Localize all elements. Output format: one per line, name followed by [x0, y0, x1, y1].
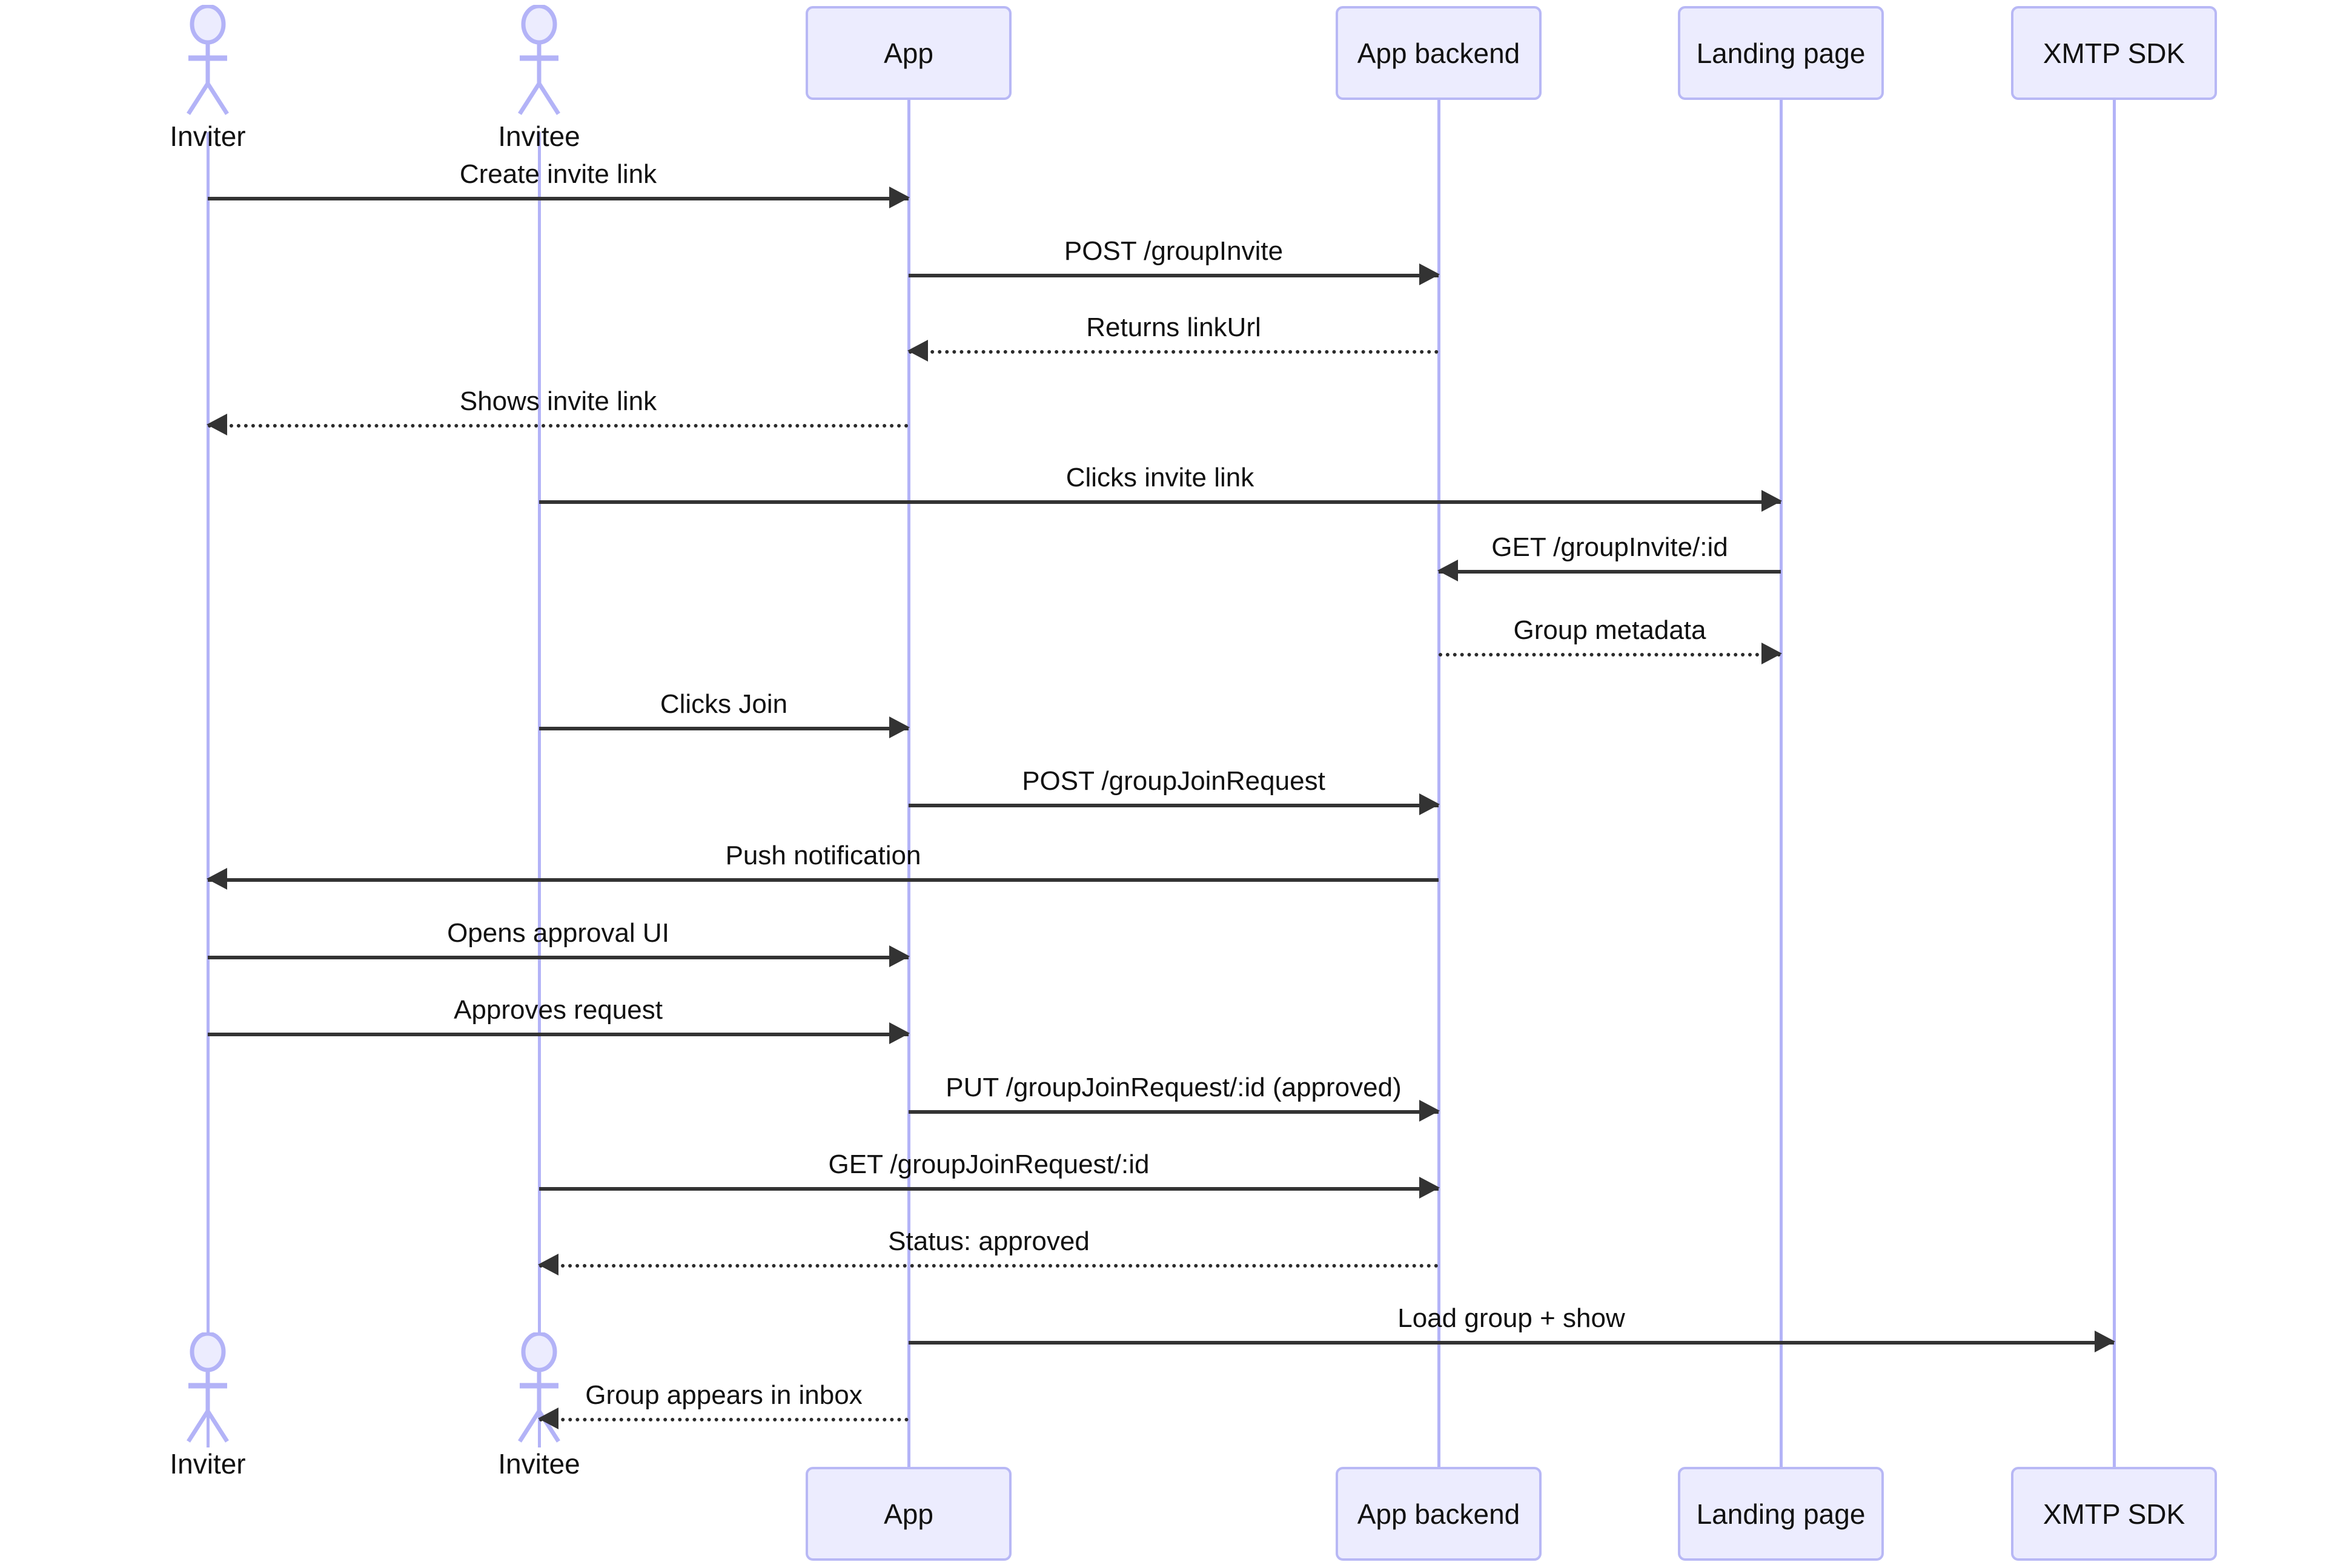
participant-label-app-top: App — [884, 37, 933, 69]
message-label: GET /groupJoinRequest/:id — [828, 1150, 1150, 1179]
arrowhead-right-icon — [1419, 263, 1440, 285]
lifeline-inviter — [207, 132, 210, 1447]
lifeline-xmtp — [2113, 100, 2116, 1467]
message-label: Group metadata — [1513, 615, 1706, 645]
message-line — [208, 197, 909, 200]
arrowhead-left-icon — [207, 414, 227, 435]
participant-label-backend-top: App backend — [1357, 37, 1520, 69]
message-line — [539, 1418, 909, 1421]
arrowhead-right-icon — [1761, 490, 1782, 512]
participant-box-landing-top[interactable]: Landing page — [1678, 6, 1884, 100]
participant-box-backend-bottom[interactable]: App backend — [1336, 1467, 1542, 1561]
participant-box-landing-bottom[interactable]: Landing page — [1678, 1467, 1884, 1561]
lifeline-app — [907, 100, 910, 1467]
message-line — [539, 1187, 1439, 1191]
participant-box-xmtp-top[interactable]: XMTP SDK — [2011, 6, 2217, 100]
lifeline-landing — [1780, 100, 1783, 1467]
message-label: POST /groupInvite — [1064, 236, 1284, 266]
message-line — [208, 1033, 909, 1036]
participant-box-app-bottom[interactable]: App — [806, 1467, 1012, 1561]
arrowhead-right-icon — [889, 716, 910, 738]
arrowhead-right-icon — [1419, 1100, 1440, 1122]
arrowhead-right-icon — [1419, 793, 1440, 815]
participant-label-xmtp-bottom: XMTP SDK — [2043, 1498, 2185, 1530]
message-label: Push notification — [725, 841, 921, 870]
message-line — [909, 350, 1439, 354]
arrowhead-right-icon — [1761, 643, 1782, 664]
message-line — [539, 500, 1781, 504]
arrowhead-left-icon — [538, 1254, 558, 1275]
message-label: Shows invite link — [459, 386, 657, 416]
message-line — [1439, 653, 1781, 657]
participant-box-app-top[interactable]: App — [806, 6, 1012, 100]
arrowhead-right-icon — [1419, 1177, 1440, 1199]
message-label: Create invite link — [459, 159, 657, 189]
message-label: POST /groupJoinRequest — [1022, 766, 1325, 796]
message-label: Load group + show — [1397, 1303, 1625, 1333]
arrowhead-left-icon — [1437, 560, 1458, 581]
participant-box-xmtp-bottom[interactable]: XMTP SDK — [2011, 1467, 2217, 1561]
arrowhead-right-icon — [889, 1022, 910, 1044]
arrowhead-left-icon — [538, 1408, 558, 1429]
message-label: Clicks Join — [660, 689, 788, 719]
actor-inviter-top — [171, 5, 244, 120]
message-label: Approves request — [454, 995, 663, 1025]
participant-label-xmtp-top: XMTP SDK — [2043, 37, 2185, 69]
actor-label-invitee-bottom: Invitee — [498, 1448, 580, 1480]
message-line — [539, 1264, 1439, 1268]
participant-label-app-bottom: App — [884, 1498, 933, 1530]
message-line — [208, 956, 909, 959]
message-label: Status: approved — [888, 1226, 1090, 1256]
lifeline-invitee — [538, 132, 541, 1447]
message-line — [909, 274, 1439, 277]
actor-label-inviter-top: Inviter — [170, 121, 246, 152]
message-line — [909, 1110, 1439, 1114]
arrowhead-right-icon — [889, 945, 910, 967]
message-label: Clicks invite link — [1065, 463, 1254, 492]
participant-label-landing-bottom: Landing page — [1696, 1498, 1866, 1530]
arrowhead-right-icon — [889, 187, 910, 208]
actor-label-invitee-top: Invitee — [498, 121, 580, 152]
participant-box-backend-top[interactable]: App backend — [1336, 6, 1542, 100]
message-label: PUT /groupJoinRequest/:id (approved) — [946, 1073, 1402, 1102]
participant-label-backend-bottom: App backend — [1357, 1498, 1520, 1530]
message-label: GET /groupInvite/:id — [1491, 532, 1728, 562]
participant-label-landing-top: Landing page — [1696, 37, 1866, 69]
actor-invitee-top — [503, 5, 575, 120]
message-label: Returns linkUrl — [1086, 313, 1261, 342]
message-label: Opens approval UI — [447, 918, 669, 948]
arrowhead-left-icon — [207, 868, 227, 890]
lifeline-backend — [1437, 100, 1440, 1467]
message-line — [208, 424, 909, 428]
arrowhead-right-icon — [2095, 1331, 2115, 1352]
message-line — [909, 804, 1439, 807]
arrowhead-left-icon — [907, 340, 928, 362]
message-line — [539, 727, 909, 730]
message-line — [1439, 570, 1781, 574]
message-line — [208, 878, 1439, 882]
actor-inviter-bottom — [171, 1332, 244, 1447]
actor-label-inviter-bottom: Inviter — [170, 1448, 246, 1480]
message-label: Group appears in inbox — [585, 1380, 863, 1410]
message-line — [909, 1341, 2114, 1345]
